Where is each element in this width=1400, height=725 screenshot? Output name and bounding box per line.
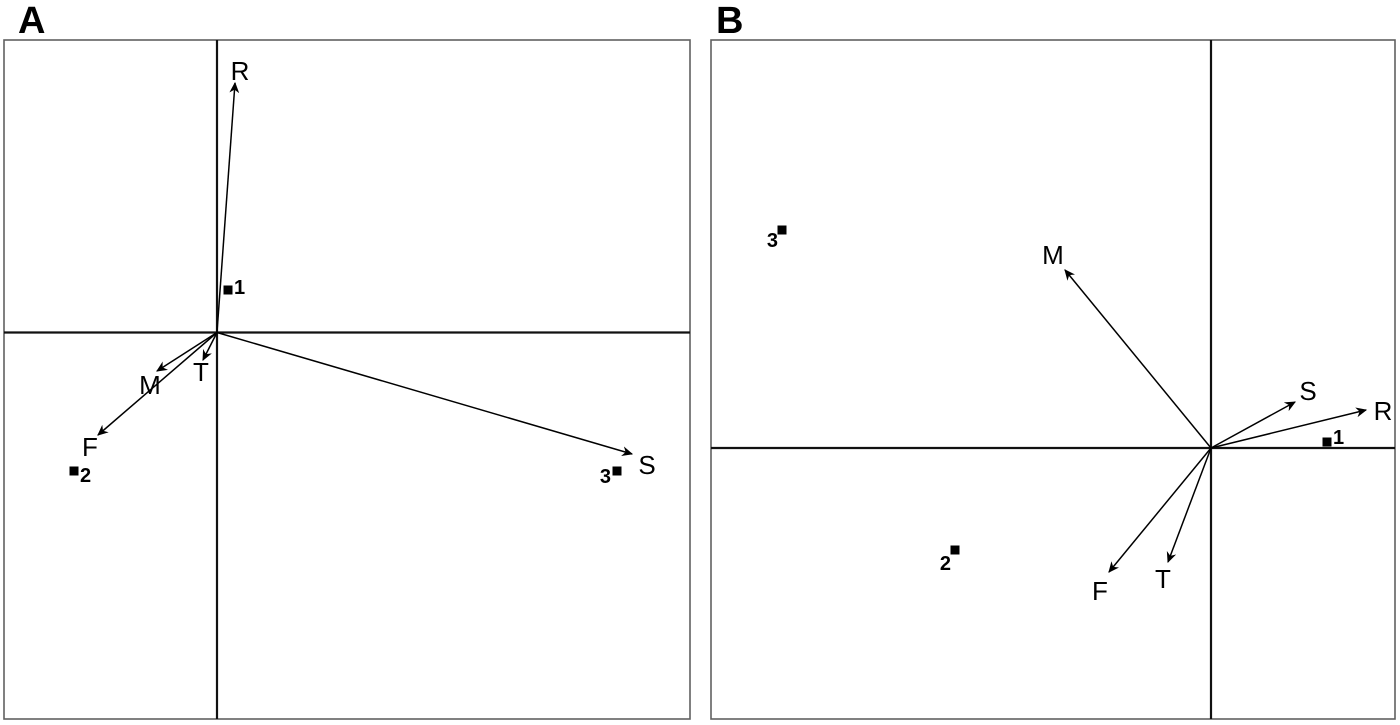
panel-A-box xyxy=(3,39,691,720)
panel-B-vector-label-T: T xyxy=(1155,564,1171,594)
panel-label-A: A xyxy=(18,0,45,42)
panel-A-point-label-2: 2 xyxy=(80,465,91,487)
panel-B-point-2 xyxy=(950,545,960,555)
panel-A-point-1 xyxy=(223,285,233,295)
panel-A-vector-label-R: R xyxy=(231,56,250,86)
panel-A-vector-label-T: T xyxy=(193,357,209,387)
panel-A-point-label-1: 1 xyxy=(234,277,245,299)
panel-A-vector-label-M: M xyxy=(139,370,161,400)
panel-A-vector-label-S: S xyxy=(638,450,655,480)
panel-B-vector-label-R: R xyxy=(1374,396,1393,426)
panel-B-point-3 xyxy=(777,225,787,235)
panel-B-point-1 xyxy=(1322,437,1332,447)
panel-B-vector-label-M: M xyxy=(1042,240,1064,270)
panel-B-point-label-2: 2 xyxy=(940,553,951,575)
panel-B-vector-T xyxy=(1166,447,1212,564)
panel-A-vector-M xyxy=(156,331,218,372)
panel-A-vector-R xyxy=(216,81,240,333)
panel-A-point-label-3: 3 xyxy=(600,466,611,488)
panel-label-B: B xyxy=(716,0,743,42)
panel-A-vector-S xyxy=(216,331,634,456)
panel-A-point-2 xyxy=(69,466,79,476)
panel-B-vector-S xyxy=(1210,401,1296,449)
panel-A-vector-F xyxy=(97,331,218,436)
panel-B-point-label-3: 3 xyxy=(767,230,778,252)
panel-B-vector-R xyxy=(1210,407,1368,449)
panel-B-point-label-1: 1 xyxy=(1333,427,1344,449)
panel-A-point-3 xyxy=(612,466,622,476)
panel-A-vector-T xyxy=(202,332,218,361)
panel-B-vector-M xyxy=(1064,269,1212,449)
panel-B-vector-F xyxy=(1108,447,1212,573)
panel-A-vector-label-F: F xyxy=(82,432,98,462)
panel-B-vector-label-S: S xyxy=(1299,376,1316,406)
panel-B-box xyxy=(710,39,1396,720)
panel-B-vector-label-F: F xyxy=(1092,576,1108,606)
